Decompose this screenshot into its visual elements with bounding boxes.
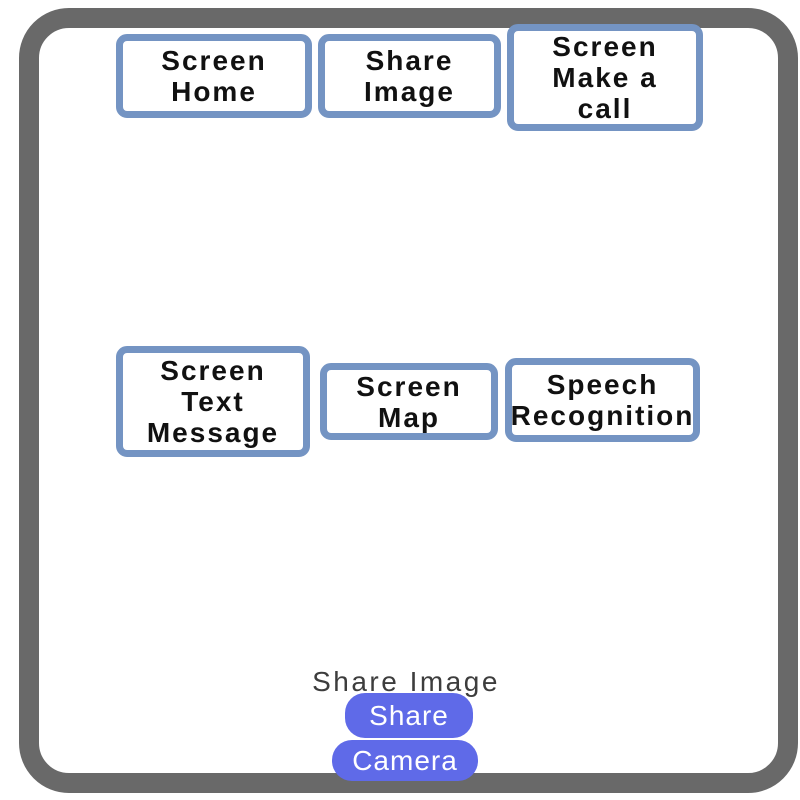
nav-button-screen-map[interactable]: Screen Map: [320, 363, 498, 440]
share-image-section-label: Share Image: [312, 666, 500, 697]
nav-button-share-image[interactable]: Share Image: [318, 34, 501, 118]
camera-button[interactable]: Camera: [332, 740, 478, 781]
nav-button-screen-home[interactable]: Screen Home: [116, 34, 312, 118]
nav-button-speech-recognition[interactable]: Speech Recognition: [505, 358, 700, 442]
share-button[interactable]: Share: [345, 693, 473, 738]
nav-button-screen-text-message[interactable]: Screen Text Message: [116, 346, 310, 457]
nav-button-screen-make-a-call[interactable]: Screen Make a call: [507, 24, 703, 131]
